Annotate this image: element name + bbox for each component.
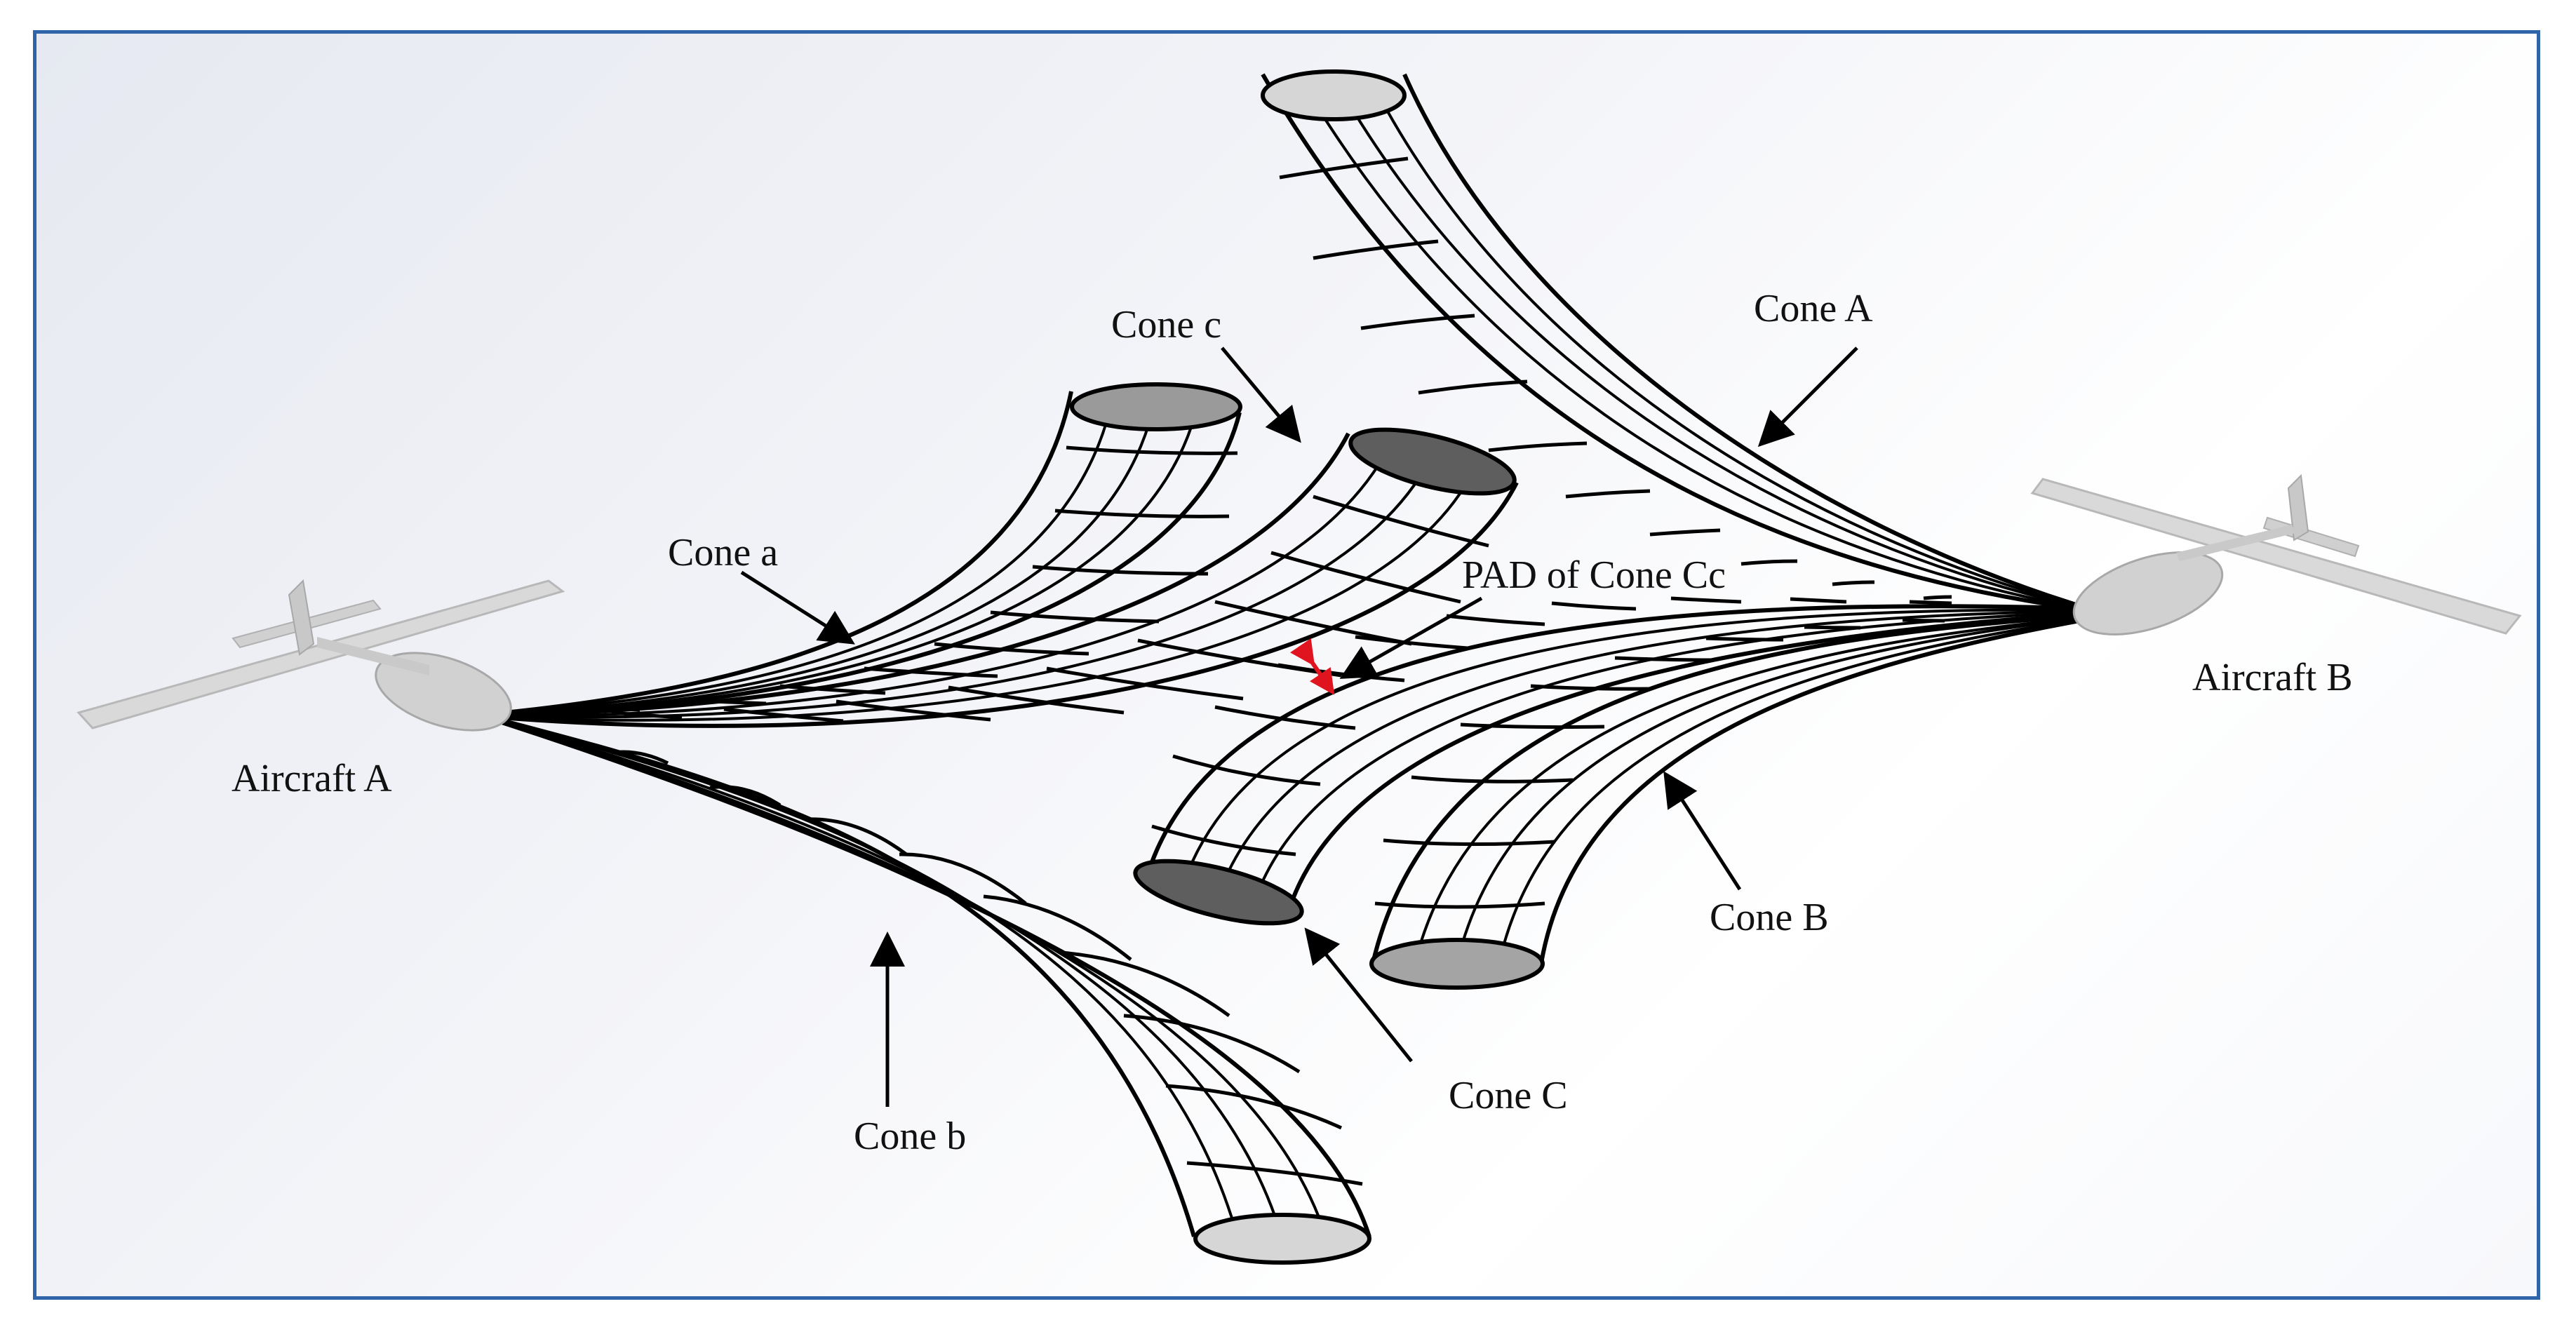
label-aircraft-b: Aircraft B bbox=[2192, 656, 2353, 699]
cone-a-lower-cap bbox=[1070, 382, 1242, 431]
cone-a-edge bbox=[1261, 73, 2100, 614]
cone-diagram: Aircraft A Aircraft B Cone A Cone B Cone… bbox=[76, 69, 2522, 1265]
cone-b-edge bbox=[1539, 615, 2100, 964]
cone-b-lower-rings bbox=[611, 750, 1363, 1186]
figure-frame: Aircraft A Aircraft B Cone A Cone B Cone… bbox=[33, 30, 2540, 1300]
label-cone-b-upper: Cone B bbox=[1710, 896, 1829, 939]
cone-b-lower bbox=[490, 715, 1371, 1265]
cone-a-rings bbox=[1279, 156, 1952, 600]
cone-b-lower-mesh-line bbox=[490, 717, 1327, 1237]
cone-a-mesh-line bbox=[1298, 76, 2100, 613]
arrow-icon bbox=[1663, 771, 1742, 891]
cone-c-cap bbox=[1133, 859, 1304, 926]
cone-c-mesh-line bbox=[1182, 608, 2100, 884]
cone-c-upper bbox=[1133, 596, 2100, 926]
cone-c-lower-edge bbox=[490, 481, 1519, 728]
cone-a-lower-rings bbox=[597, 445, 1238, 712]
double-arrow-icon bbox=[1289, 638, 1335, 695]
cone-a-lower-mesh-line bbox=[490, 394, 1115, 715]
arrow-icon bbox=[1304, 927, 1413, 1063]
label-cone-b-lower: Cone b bbox=[854, 1115, 966, 1158]
cone-b-lower-cap bbox=[1193, 1213, 1371, 1265]
cone-b-upper bbox=[1369, 612, 2100, 990]
cone-b-cap bbox=[1369, 938, 1545, 990]
cone-c-edge bbox=[1146, 604, 2100, 873]
cone-a-cap bbox=[1261, 69, 1407, 121]
arrow-icon bbox=[1339, 596, 1483, 679]
cone-c-lower-mesh-line bbox=[490, 454, 1434, 719]
pad-marker bbox=[1289, 638, 1335, 695]
arrows bbox=[740, 347, 1858, 1107]
cone-b-lower-mesh-line bbox=[490, 716, 1239, 1237]
cone-c-edge bbox=[1287, 611, 2100, 911]
labels: Aircraft A Aircraft B Cone A Cone B Cone… bbox=[232, 287, 2353, 1158]
cone-a-upper bbox=[1261, 69, 2100, 614]
label-aircraft-a: Aircraft A bbox=[232, 757, 392, 800]
cone-b-mesh-line bbox=[1414, 614, 2100, 964]
arrow-icon bbox=[1221, 347, 1301, 443]
cone-c-mesh-line bbox=[1252, 610, 2100, 904]
cone-a-lower-edge bbox=[490, 391, 1073, 716]
arrow-icon bbox=[740, 570, 855, 645]
aircraft-a-icon bbox=[76, 579, 565, 732]
cone-b-rings bbox=[1374, 618, 1945, 909]
cone-b-mesh-line bbox=[1498, 615, 2100, 964]
arrow-icon bbox=[1757, 347, 1858, 448]
cone-c-lower-mesh-line bbox=[490, 468, 1476, 722]
label-pad: PAD of Cone Cc bbox=[1462, 553, 1726, 597]
cone-c-lower-cap bbox=[1348, 427, 1517, 496]
label-cone-c-lower: Cone c bbox=[1111, 303, 1221, 347]
cone-a-edge bbox=[1402, 73, 2100, 614]
label-cone-a-upper: Cone A bbox=[1754, 287, 1873, 330]
cone-b-mesh-line bbox=[1456, 614, 2100, 964]
cone-c-lower-mesh-line bbox=[490, 443, 1392, 718]
cone-b-edge bbox=[1371, 612, 2100, 964]
cone-c-mesh-line bbox=[1217, 610, 2100, 896]
cone-a-mesh-line bbox=[1368, 76, 2100, 613]
cone-c-lower-edge bbox=[490, 432, 1350, 718]
label-cone-c-upper: Cone C bbox=[1449, 1074, 1568, 1117]
cone-a-mesh-line bbox=[1333, 78, 2100, 613]
cone-a-lower bbox=[490, 382, 1242, 718]
cone-a-lower-mesh-line bbox=[490, 398, 1157, 716]
label-cone-a-lower: Cone a bbox=[668, 531, 778, 574]
aircraft-b-icon bbox=[2030, 473, 2522, 635]
cone-c-lower bbox=[490, 427, 1519, 728]
cone-a-lower-mesh-line bbox=[490, 405, 1199, 716]
